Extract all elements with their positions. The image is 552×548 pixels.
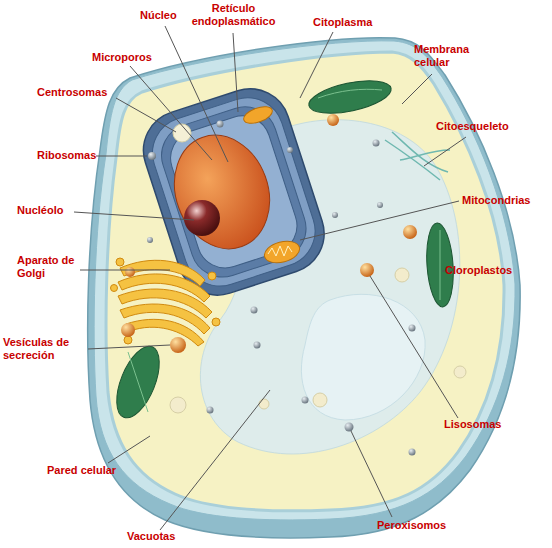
cytoskeleton <box>385 132 450 180</box>
cell-wall <box>94 41 515 520</box>
leader-lines <box>74 26 466 530</box>
secretion-vesicle <box>170 337 186 353</box>
golgi-apparatus <box>111 258 221 346</box>
small-organelles <box>147 121 416 456</box>
secretion-vesicle <box>121 323 135 337</box>
vacuole <box>301 294 425 420</box>
cell-wall-shadow <box>88 38 520 538</box>
part-label: Pared celular <box>47 464 116 477</box>
lysosome <box>125 114 417 277</box>
chloroplast <box>108 75 456 424</box>
part-label: Vesículas de secreción <box>3 336 88 362</box>
part-label: Centrosomas <box>37 86 107 99</box>
part-label: Núcleo <box>140 9 177 22</box>
part-label: Peroxisomos <box>377 519 446 532</box>
part-label: Citoplasma <box>313 16 372 29</box>
nucleus <box>159 122 285 262</box>
part-label: Mitocondrias <box>462 194 530 207</box>
part-label: Microporos <box>92 51 152 64</box>
vesicle <box>170 268 466 413</box>
part-label: Membrana celular <box>414 43 494 69</box>
part-label: Citoesqueleto <box>436 120 509 133</box>
part-label: Cloroplastos <box>445 264 512 277</box>
part-label: Aparato de Golgi <box>17 254 92 280</box>
part-label: Ribosomas <box>37 149 96 162</box>
part-label: Nucléolo <box>17 204 63 217</box>
endoplasmic-reticulum <box>133 78 334 305</box>
part-label: Lisosomas <box>444 418 501 431</box>
nucleolus <box>184 200 220 236</box>
part-label: Vacuotas <box>127 530 175 543</box>
mitochondrion <box>242 103 302 266</box>
part-label: Retículo endoplasmático <box>176 2 291 28</box>
